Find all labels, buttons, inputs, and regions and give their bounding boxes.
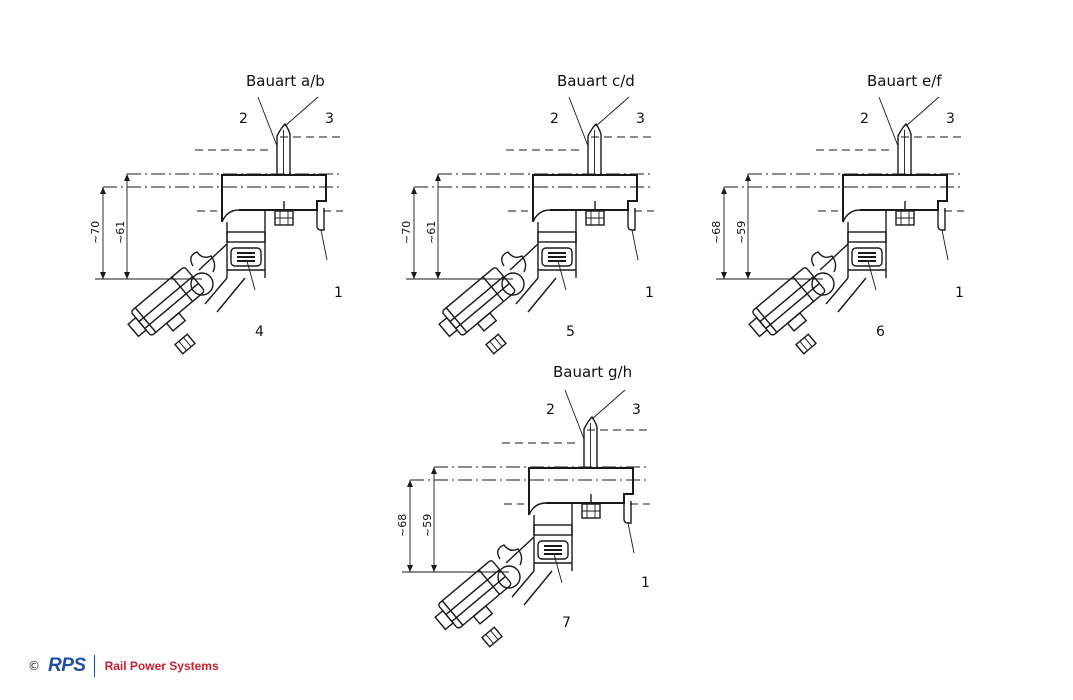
dimension-outer: ~68 <box>396 514 409 537</box>
footer: © RPS Rail Power Systems <box>28 654 219 678</box>
callout-3: 3 <box>946 111 955 127</box>
callout-2: 2 <box>550 111 559 127</box>
rps-logo: RPS <box>48 655 86 676</box>
dimension-inner: ~59 <box>735 221 748 244</box>
variant-gh: Bauart g/h 2 3 1 7 ~68 ~59 <box>396 363 651 648</box>
callout-2: 2 <box>239 111 248 127</box>
copyright-symbol: © <box>28 659 40 673</box>
variant-title: Bauart c/d <box>557 72 635 90</box>
callout-1: 1 <box>334 285 343 301</box>
callout-bottom: 5 <box>566 324 575 340</box>
callout-bottom: 6 <box>876 324 885 340</box>
callout-3: 3 <box>632 402 641 418</box>
dimension-outer: ~70 <box>89 221 102 244</box>
variant-ef: Bauart e/f 2 3 1 6 ~68 ~59 <box>710 72 965 355</box>
company-name: Rail Power Systems <box>104 659 219 673</box>
variant-title: Bauart g/h <box>553 363 632 381</box>
dimension-outer: ~68 <box>710 221 723 244</box>
dimension-inner: ~61 <box>114 221 127 244</box>
callout-3: 3 <box>636 111 645 127</box>
callout-2: 2 <box>546 402 555 418</box>
logo-divider <box>93 655 95 677</box>
callout-1: 1 <box>641 575 650 591</box>
callout-bottom: 7 <box>562 615 571 631</box>
variant-title: Bauart a/b <box>246 72 325 90</box>
callout-1: 1 <box>645 285 654 301</box>
callout-1: 1 <box>955 285 964 301</box>
variant-cd: Bauart c/d 2 3 1 5 ~70 ~61 <box>400 72 655 355</box>
callout-bottom: 4 <box>255 324 264 340</box>
dimension-inner: ~59 <box>421 514 434 537</box>
variant-title: Bauart e/f <box>867 72 942 90</box>
dimension-inner: ~61 <box>425 221 438 244</box>
callout-2: 2 <box>860 111 869 127</box>
variant-ab: Bauart a/b 2 3 1 4 ~70 ~61 <box>89 72 344 355</box>
callout-3: 3 <box>325 111 334 127</box>
dimension-outer: ~70 <box>400 221 413 244</box>
